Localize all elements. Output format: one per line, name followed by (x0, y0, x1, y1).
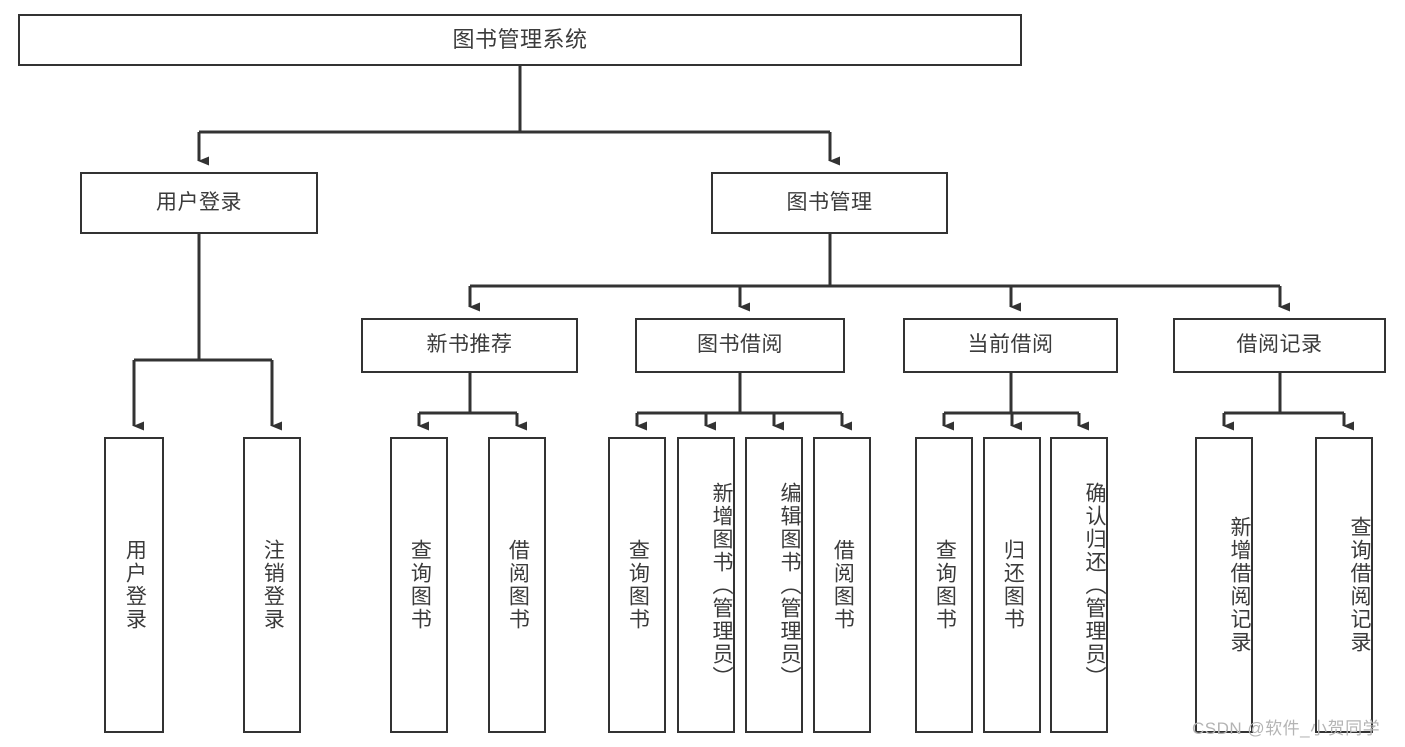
node-label: 查询图书 (626, 539, 650, 631)
node-leaf-confirm-return-admin: 确认归还（管理员） (1050, 437, 1108, 733)
node-label: 确认归还（管理员） (1083, 481, 1106, 689)
node-label: 新书推荐 (426, 333, 513, 357)
node-leaf-user-login: 用户登录 (104, 437, 164, 733)
node-leaf-query-book-3: 查询图书 (915, 437, 973, 733)
node-leaf-add-book-admin: 新增图书（管理员） (677, 437, 735, 733)
node-leaf-return-book: 归还图书 (983, 437, 1041, 733)
node-book-manage: 图书管理 (711, 172, 948, 234)
node-leaf-user-logout: 注销登录 (243, 437, 301, 733)
node-leaf-query-borrow-record: 查询借阅记录 (1315, 437, 1373, 733)
node-user-login: 用户登录 (80, 172, 318, 234)
node-current-borrow: 当前借阅 (903, 318, 1118, 373)
node-root: 图书管理系统 (18, 14, 1022, 66)
node-leaf-borrow-book-1: 借阅图书 (488, 437, 546, 733)
node-label: 用户登录 (156, 190, 242, 214)
node-label: 新增借阅记录 (1228, 516, 1251, 654)
node-label: 图书管理系统 (452, 27, 588, 53)
node-label: 用户登录 (123, 539, 147, 631)
node-leaf-add-borrow-record: 新增借阅记录 (1195, 437, 1253, 733)
node-leaf-query-book-2: 查询图书 (608, 437, 666, 733)
node-leaf-query-book-1: 查询图书 (390, 437, 448, 733)
node-label: 注销登录 (261, 539, 285, 631)
node-label: 查询图书 (933, 539, 957, 631)
node-borrow-record: 借阅记录 (1173, 318, 1386, 373)
node-label: 编辑图书（管理员） (778, 481, 801, 689)
node-label: 图书管理 (786, 190, 873, 214)
node-label: 查询借阅记录 (1348, 516, 1371, 654)
node-leaf-borrow-book-2: 借阅图书 (813, 437, 871, 733)
node-label: 新增图书（管理员） (710, 481, 733, 689)
node-label: 当前借阅 (967, 333, 1054, 357)
node-label: 借阅图书 (506, 539, 530, 631)
node-label: 归还图书 (1001, 539, 1025, 631)
node-label: 借阅记录 (1236, 333, 1323, 357)
node-label: 图书借阅 (697, 333, 783, 357)
node-new-book-recommend: 新书推荐 (361, 318, 578, 373)
node-label: 查询图书 (408, 539, 432, 631)
csdn-watermark: CSDN @软件_小贺同学 (1192, 719, 1381, 738)
node-label: 借阅图书 (831, 539, 855, 631)
node-book-borrow: 图书借阅 (635, 318, 845, 373)
node-leaf-edit-book-admin: 编辑图书（管理员） (745, 437, 803, 733)
